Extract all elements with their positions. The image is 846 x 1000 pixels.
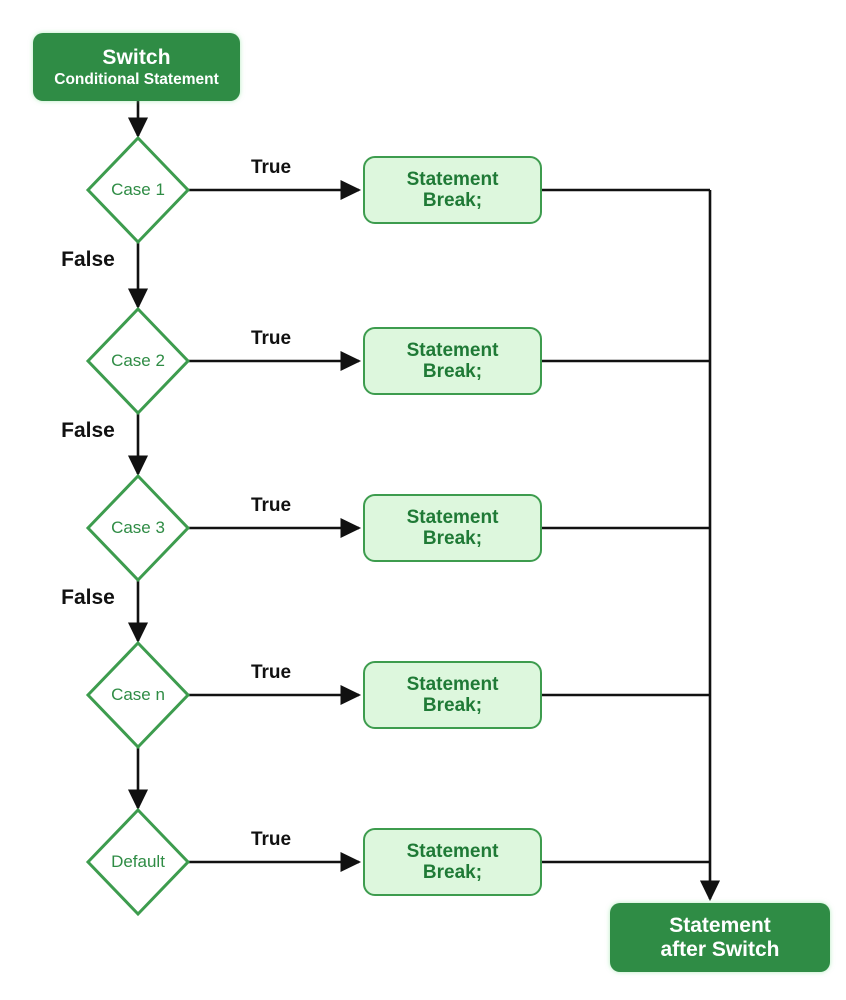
switch-start-node[interactable]: Switch Conditional Statement (33, 33, 240, 101)
statement-line1: Statement (406, 840, 499, 862)
edge-label-true-case-n: True (250, 662, 292, 683)
statement-line2: Break; (422, 528, 483, 549)
statement-line2: Break; (422, 361, 483, 382)
edge-label-true-default: True (250, 829, 292, 850)
edge-label-false-case-2: False (61, 419, 115, 442)
decision-diamond-case-1[interactable] (85, 135, 191, 245)
edge-label-true-case-3: True (250, 495, 292, 516)
edge-label-false-case-3: False (61, 586, 115, 609)
statement-line2: Break; (422, 190, 483, 211)
decision-diamond-case-n[interactable] (85, 640, 191, 750)
statement-line1: Statement (406, 168, 499, 190)
end-node-line1: Statement (669, 913, 771, 937)
statement-line1: Statement (406, 506, 499, 528)
statement-after-switch-node[interactable]: Statement after Switch (610, 903, 830, 972)
statement-line2: Break; (422, 695, 483, 716)
decision-diamond-case-3[interactable] (85, 473, 191, 583)
edge-label-false-case-1: False (61, 248, 115, 271)
end-node-line2: after Switch (660, 937, 780, 961)
edge-label-true-case-2: True (250, 328, 292, 349)
statement-line1: Statement (406, 673, 499, 695)
switch-title: Switch (102, 46, 171, 70)
statement-line2: Break; (422, 862, 483, 883)
edge-label-true-case-1: True (250, 157, 292, 178)
decision-diamond-case-2[interactable] (85, 306, 191, 416)
statement-line1: Statement (406, 339, 499, 361)
switch-subtitle: Conditional Statement (54, 70, 219, 88)
decision-diamond-default[interactable] (85, 807, 191, 917)
